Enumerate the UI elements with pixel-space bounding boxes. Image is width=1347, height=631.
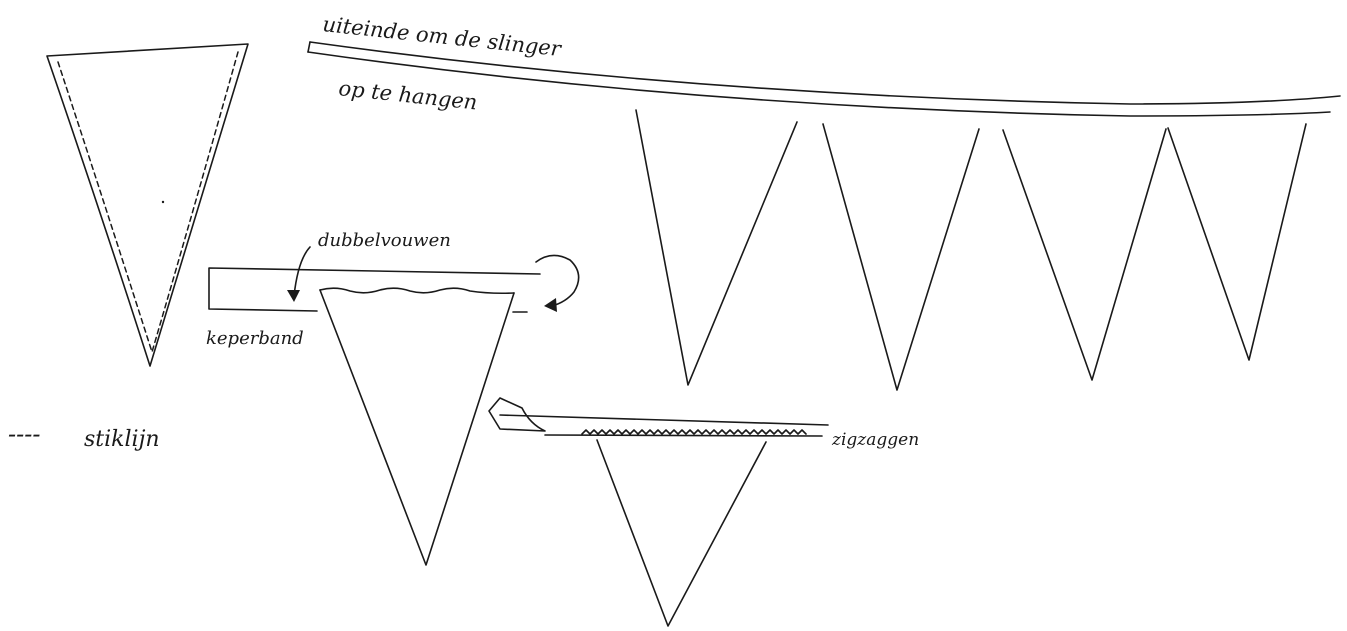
stray-dot (161, 200, 165, 204)
flag-outline (46, 43, 249, 367)
flag-top-edge-wavy (319, 287, 515, 295)
stitch-legend-symbol: ---- (8, 420, 40, 448)
garland-cord-end (307, 41, 311, 53)
flag-with-stitch-line (46, 43, 249, 367)
garland-cord-top (309, 41, 1341, 105)
fold-arrow-right (535, 254, 580, 307)
bias-tape-outline (208, 267, 541, 312)
stitch-legend: ---- stiklijn (8, 420, 160, 452)
zigzag-baseline (544, 434, 823, 437)
zigzag-stitch (581, 429, 807, 435)
stitch-line (57, 51, 239, 355)
zigzag-step: zigzaggen (488, 397, 919, 627)
bias-tape-step: dubbelvouwen keperband (206, 230, 580, 566)
taped-flag-outline (319, 289, 515, 566)
end-label-line-1: uiteinde om de slinger (321, 12, 563, 61)
stitch-legend-label: stiklijn (84, 427, 160, 452)
zigzag-tape-top (499, 414, 829, 426)
finished-garland: uiteinde om de slinger op te hangen (307, 12, 1341, 391)
fold-label: dubbelvouwen (318, 230, 451, 251)
garland-cord-bottom (307, 51, 1331, 117)
zigzag-flag-outline (596, 439, 767, 627)
garland-flag-4 (1167, 123, 1307, 361)
tape-label: keperband (206, 328, 304, 349)
fold-arrow-left-head (287, 290, 300, 302)
garland-flag-3 (1002, 128, 1167, 381)
fold-arrow-right-head (544, 298, 557, 312)
garland-flag-2 (822, 123, 980, 391)
zigzag-label: zigzaggen (831, 430, 919, 450)
end-label-line-2: op te hangen (337, 76, 478, 114)
zigzag-tape-end (488, 397, 546, 432)
garland-flag-1 (635, 109, 798, 386)
fold-arrow-left (293, 246, 311, 297)
